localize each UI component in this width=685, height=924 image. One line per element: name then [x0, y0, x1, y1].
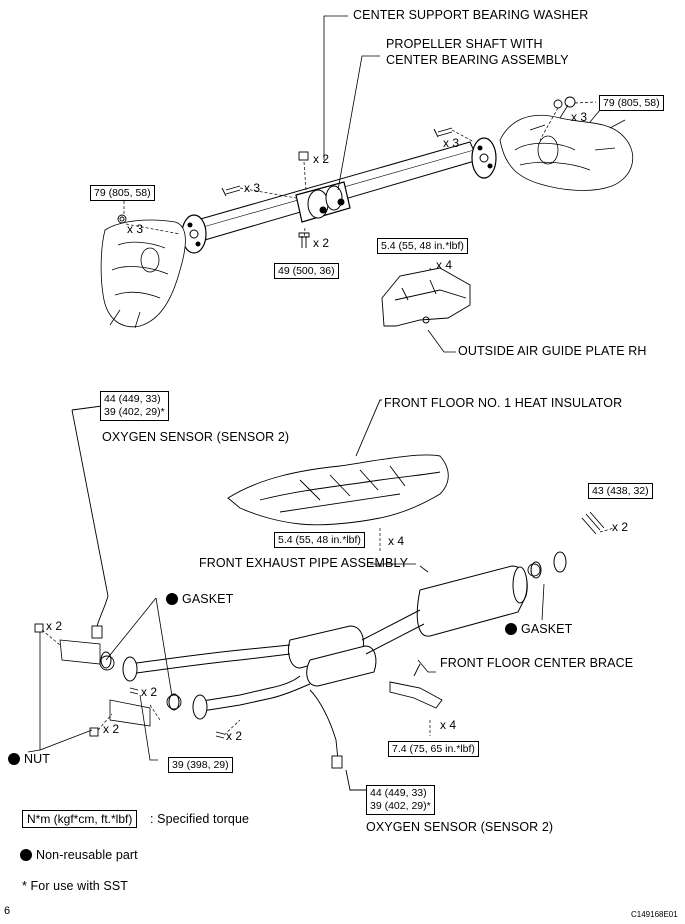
qty-air-guide: x 4	[436, 258, 453, 272]
torque-box-insulator: 5.4 (55, 48 in.*lbf)	[274, 532, 365, 548]
torque-o2-bottom-line2: 39 (402, 29)*	[370, 800, 431, 812]
propeller-shaft-drawing	[181, 137, 497, 254]
qty-brace: x 4	[440, 718, 457, 732]
gasket-left-text: GASKET	[182, 592, 234, 606]
torque-box-brace: 7.4 (75, 65 in.*lbf)	[388, 741, 479, 757]
label-oxygen-sensor-top: OXYGEN SENSOR (SENSOR 2)	[102, 430, 290, 444]
qty-rear-flange-exhaust: x 2	[612, 520, 629, 534]
torque-box-rear-flange: 79 (805, 58)	[599, 95, 664, 111]
heat-insulator-drawing	[227, 399, 449, 526]
qty-front-nut: x 3	[127, 222, 144, 236]
label-propeller-shaft-line2: CENTER BEARING ASSEMBLY	[386, 53, 569, 67]
torque-box-front-joint: 39 (398, 29)	[168, 757, 233, 773]
label-center-support-bearing-washer: CENTER SUPPORT BEARING WASHER	[353, 8, 589, 22]
label-heat-insulator: FRONT FLOOR NO. 1 HEAT INSULATOR	[384, 396, 623, 410]
non-reusable-dot	[20, 849, 32, 861]
label-nut: NUT	[8, 752, 50, 766]
label-front-exhaust-pipe: FRONT EXHAUST PIPE ASSEMBLY	[199, 556, 409, 570]
torque-box-center-bolt: 49 (500, 36)	[274, 263, 339, 279]
label-gasket-right: GASKET	[505, 622, 572, 636]
torque-box-front-flange: 79 (805, 58)	[90, 185, 155, 201]
air-guide-plate-drawing	[381, 267, 471, 327]
qty-washer: x 2	[313, 152, 330, 166]
torque-o2-top-line2: 39 (402, 29)*	[104, 406, 165, 418]
qty-rear-nut: x 3	[571, 110, 588, 124]
qty-insulator: x 4	[388, 534, 405, 548]
non-reusable-dot	[8, 753, 20, 765]
gasket-right-text: GASKET	[521, 622, 573, 636]
non-reusable-dot	[166, 593, 178, 605]
torque-o2-top-line1: 44 (449, 33)	[104, 393, 161, 405]
qty-rear-bolt: x 3	[443, 136, 460, 150]
page-number: 6	[4, 905, 11, 917]
non-reusable-dot	[505, 623, 517, 635]
legend-torque-desc: : Specified torque	[150, 812, 250, 826]
legend-sst-note: * For use with SST	[22, 879, 128, 893]
torque-box-oxygen-sensor-bottom: 44 (449, 33) 39 (402, 29)*	[366, 785, 435, 815]
differential-drawing	[499, 104, 634, 191]
fastener-drawings	[117, 96, 576, 277]
torque-box-air-guide: 5.4 (55, 48 in.*lbf)	[377, 238, 468, 254]
qty-center-bolt: x 2	[313, 236, 330, 250]
label-floor-center-brace: FRONT FLOOR CENTER BRACE	[440, 656, 634, 670]
label-oxygen-sensor-bottom: OXYGEN SENSOR (SENSOR 2)	[366, 820, 554, 834]
floor-center-brace-drawing	[389, 663, 443, 709]
label-outside-air-guide-plate: OUTSIDE AIR GUIDE PLATE RH	[458, 344, 647, 358]
legend-torque-unit-box: N*m (kgf*cm, ft.*lbf)	[22, 810, 138, 828]
figure-code: C149168E01	[631, 910, 678, 919]
transmission-drawing	[100, 219, 186, 329]
qty-front-bolt: x 3	[244, 181, 261, 195]
torque-box-rear-flange-exhaust: 43 (438, 32)	[588, 483, 653, 499]
nut-text: NUT	[24, 752, 50, 766]
label-propeller-shaft-line1: PROPELLER SHAFT WITH	[386, 37, 543, 51]
exhaust-pipe-drawing	[100, 551, 567, 720]
qty-stud-top: x 2	[46, 619, 63, 633]
label-gasket-left: GASKET	[166, 592, 233, 606]
legend-non-reusable: Non-reusable part	[20, 848, 138, 862]
qty-stud-low: x 2	[226, 729, 243, 743]
qty-stud-mid: x 2	[141, 685, 158, 699]
torque-box-oxygen-sensor-top: 44 (449, 33) 39 (402, 29)*	[100, 391, 169, 421]
qty-bolt-low: x 2	[103, 722, 120, 736]
oxygen-sensor-drawing	[71, 405, 366, 791]
torque-o2-bottom-line1: 44 (449, 33)	[370, 787, 427, 799]
legend-non-reusable-text: Non-reusable part	[36, 848, 138, 862]
